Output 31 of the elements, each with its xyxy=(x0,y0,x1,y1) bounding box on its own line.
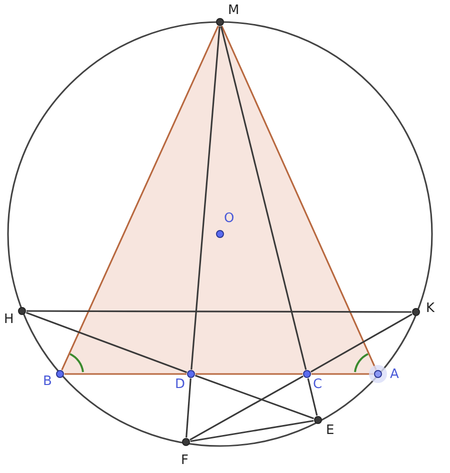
point-label: B xyxy=(43,375,52,389)
point-dot xyxy=(187,370,195,378)
line-segment xyxy=(186,378,192,438)
point-dot xyxy=(18,307,26,315)
point-label: E xyxy=(326,424,334,438)
line-segment xyxy=(26,310,412,313)
point-label: H xyxy=(4,313,14,327)
point-label: C xyxy=(313,378,322,392)
line-segment xyxy=(307,378,318,416)
line-segment xyxy=(194,374,314,420)
point-dot xyxy=(56,370,64,378)
line-segment xyxy=(64,373,186,375)
point-dot xyxy=(216,18,224,26)
line-segment xyxy=(190,376,304,440)
line-segment xyxy=(190,420,314,442)
point-dot xyxy=(412,308,420,316)
line-segment xyxy=(220,26,307,370)
point-label: M xyxy=(228,4,240,18)
point-label: O xyxy=(224,212,234,226)
line-segment xyxy=(61,26,219,370)
point-label: D xyxy=(175,378,186,392)
point-dot xyxy=(314,416,322,424)
line-segment xyxy=(196,373,302,375)
point-dot xyxy=(182,438,190,446)
point-label: K xyxy=(426,302,435,316)
line-segment xyxy=(26,312,188,374)
point-label: A xyxy=(390,368,399,382)
point-label: F xyxy=(181,454,188,468)
line-segment xyxy=(190,26,220,370)
point-dot xyxy=(303,370,311,378)
line-segment xyxy=(310,314,412,372)
